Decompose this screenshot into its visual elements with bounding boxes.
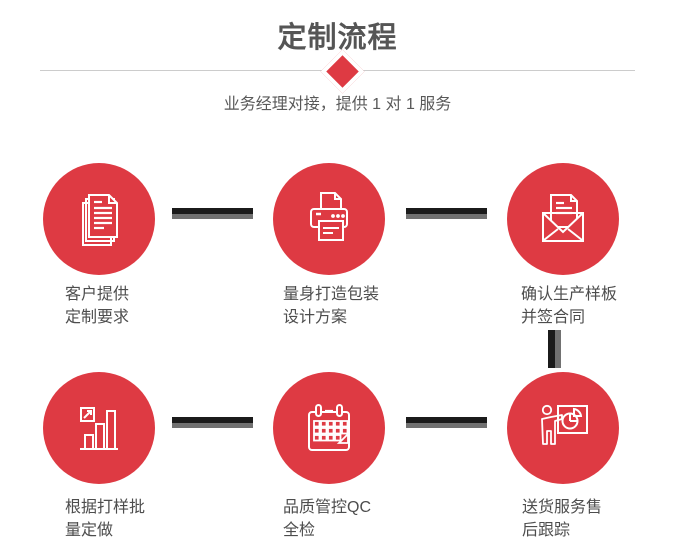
step-label-6: 送货服务售 后跟踪 <box>522 496 602 542</box>
documents-icon <box>67 187 131 251</box>
step-circle-3 <box>507 163 619 275</box>
step-label-line: 品质管控QC <box>283 499 372 516</box>
step-label-line: 后跟踪 <box>522 522 571 539</box>
step-label-line: 设计方案 <box>283 309 348 326</box>
presenter-icon <box>531 396 595 460</box>
step-label-line: 送货服务售 <box>522 499 603 516</box>
printer-icon <box>297 187 361 251</box>
connector-vertical <box>548 330 561 368</box>
step-label-line: 全检 <box>283 522 316 539</box>
connector-horizontal <box>406 417 487 428</box>
subtitle: 业务经理对接，提供 1 对 1 服务 <box>223 96 452 113</box>
connector-horizontal <box>406 208 487 219</box>
connector-horizontal <box>172 208 253 219</box>
step-circle-6 <box>507 372 619 484</box>
step-label-3: 确认生产样板 并签合同 <box>521 283 617 329</box>
step-label-4: 根据打样批 量定做 <box>65 496 145 542</box>
diamond-icon <box>320 49 365 94</box>
step-label-1: 客户提供 定制要求 <box>65 283 129 329</box>
step-label-line: 根据打样批 <box>65 499 146 516</box>
step-circle-4 <box>43 372 155 484</box>
calendar-icon <box>297 396 361 460</box>
step-circle-5 <box>273 372 385 484</box>
step-label-line: 定制要求 <box>65 309 130 326</box>
step-circle-2 <box>273 163 385 275</box>
step-label-line: 客户提供 <box>65 286 130 303</box>
step-label-line: 量身打造包装 <box>283 286 380 303</box>
connector-horizontal <box>172 417 253 428</box>
page-title: 定制流程 <box>277 22 398 54</box>
step-label-2: 量身打造包装 设计方案 <box>283 283 379 329</box>
step-label-line: 确认生产样板 <box>521 286 618 303</box>
step-label-line: 量定做 <box>65 522 114 539</box>
step-label-5: 品质管控QC 全检 <box>283 496 371 542</box>
step-label-line: 并签合同 <box>521 309 586 326</box>
bar-chart-icon <box>67 396 131 460</box>
step-circle-1 <box>43 163 155 275</box>
envelope-icon <box>531 187 595 251</box>
